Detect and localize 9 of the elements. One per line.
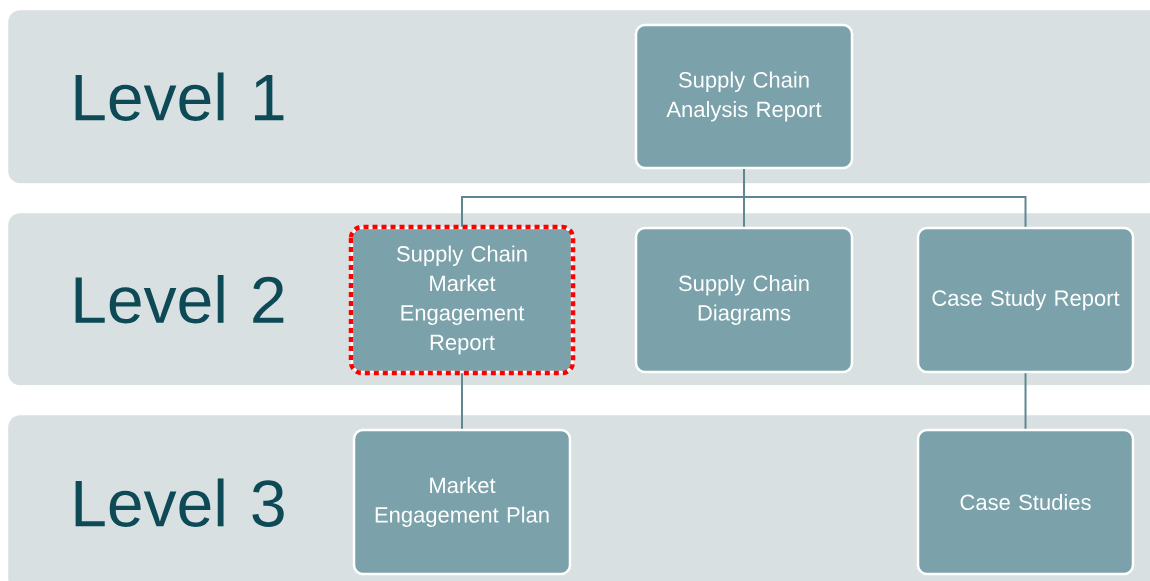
report-box: Supply Chain Diagrams [634,226,854,374]
report-box: Market Engagement Plan [352,428,572,576]
report-box: Supply Chain Market Engagement Report [350,226,574,374]
connector-line [1024,372,1027,430]
connector-line [743,168,1027,228]
report-box: Supply Chain Analysis Report [634,23,854,170]
connector-line [461,372,463,430]
report-box: Case Study Report [916,226,1135,374]
report-box: Case Studies [916,428,1135,576]
